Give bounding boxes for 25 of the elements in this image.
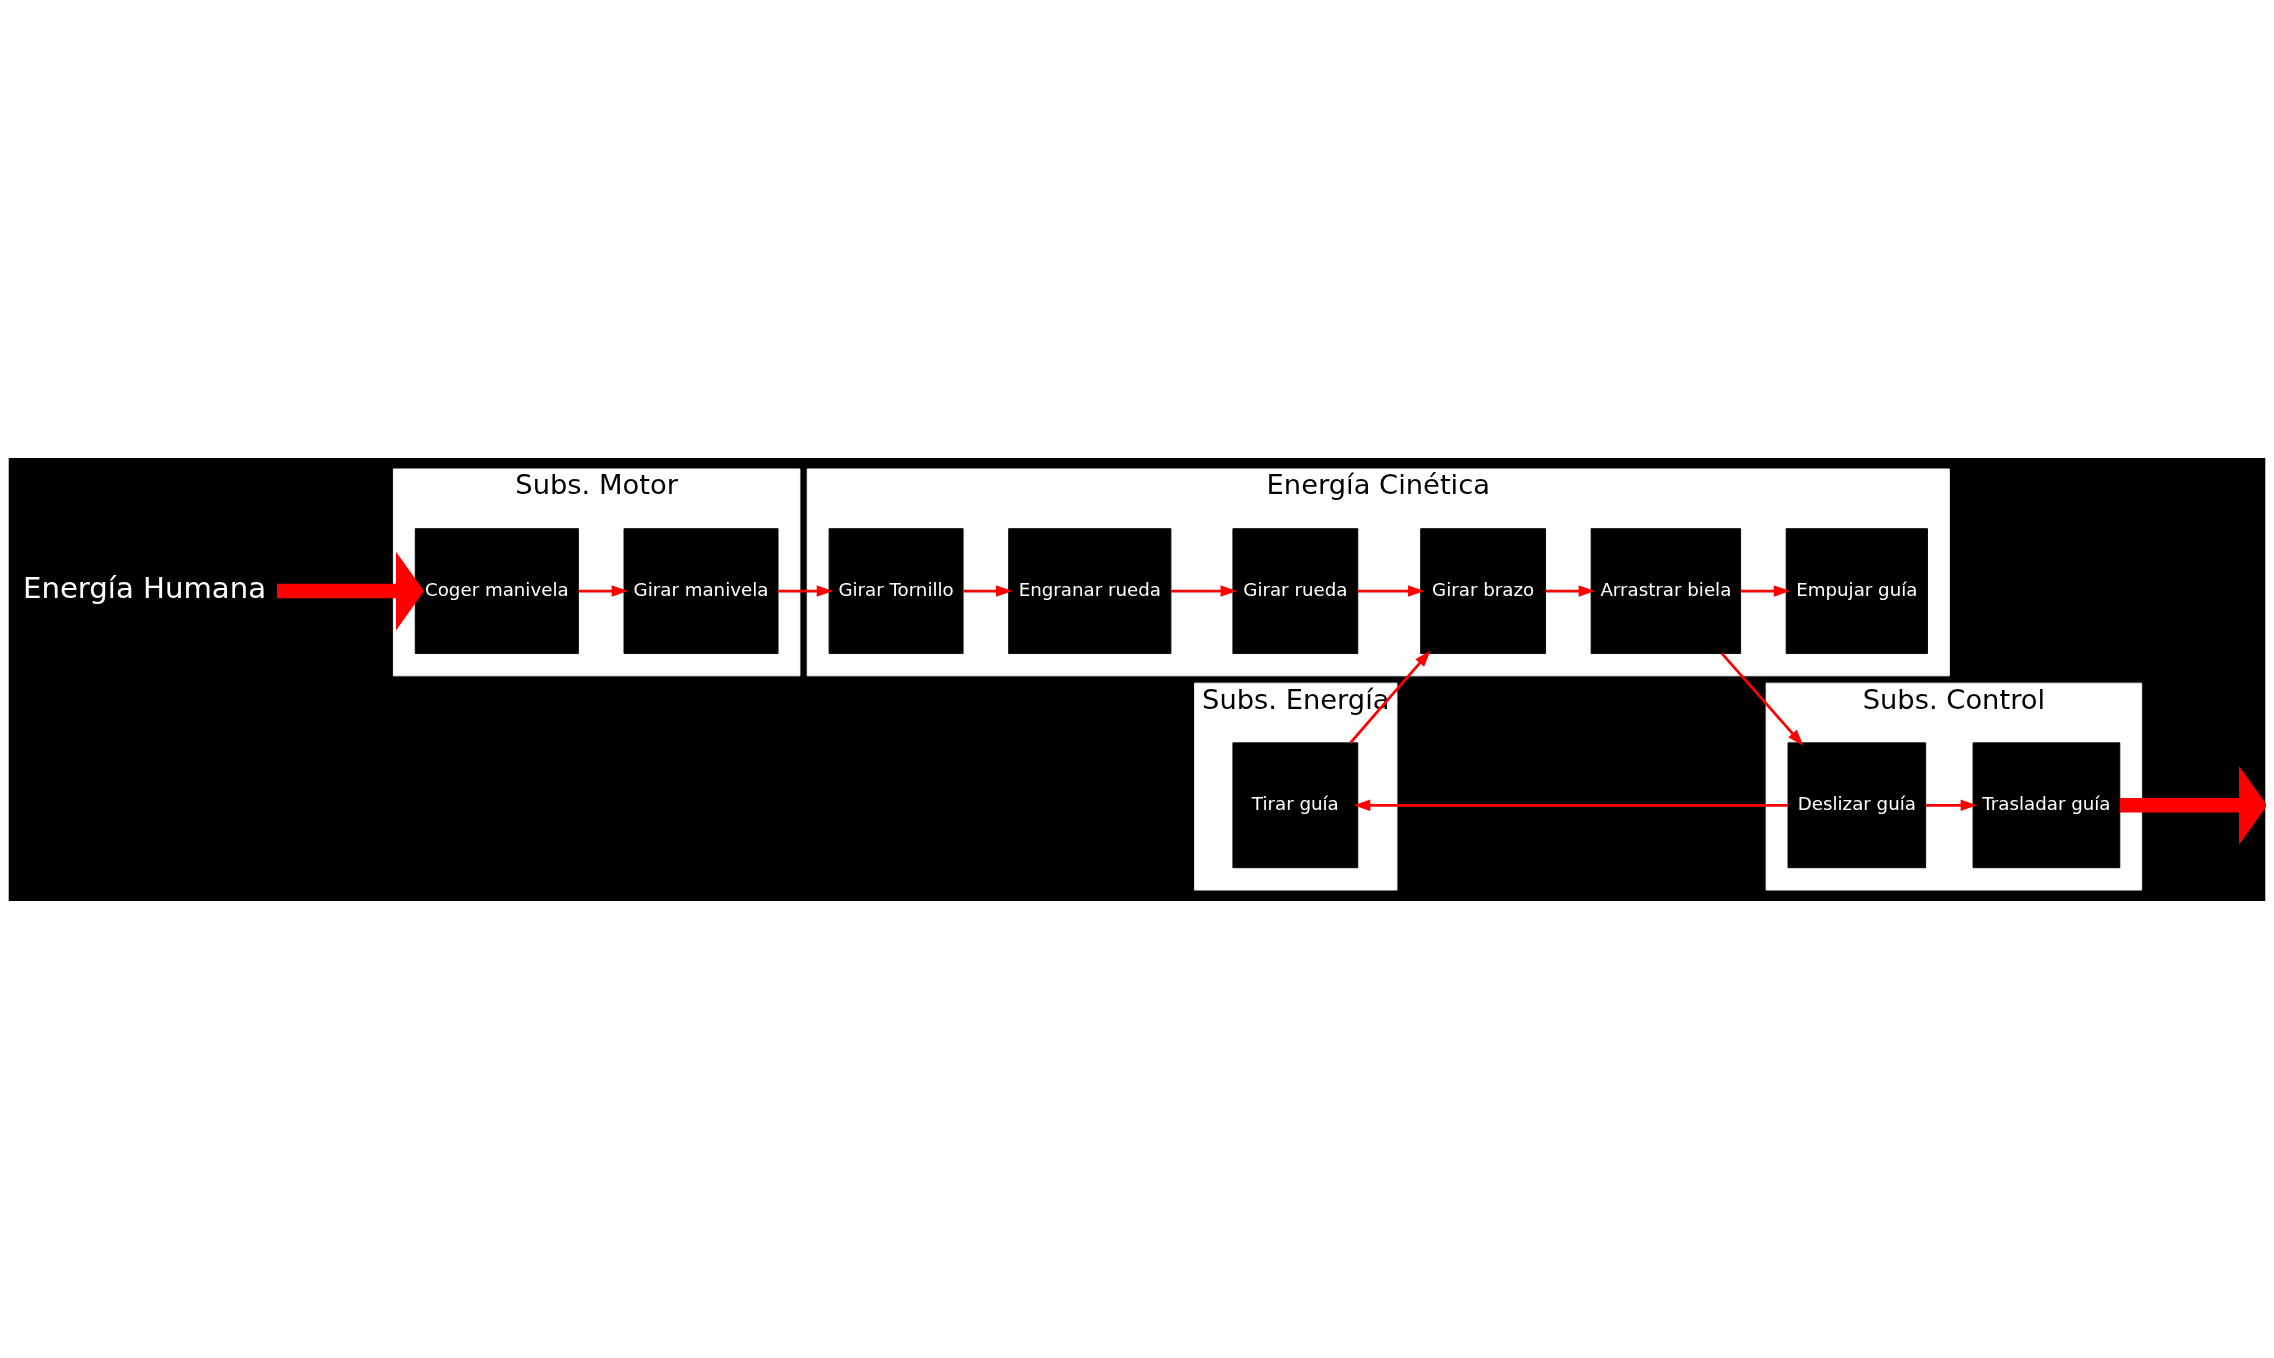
node-box: Girar manivela — [623, 527, 779, 654]
arrow — [1740, 584, 1791, 597]
arrow — [1357, 584, 1425, 597]
arrow — [276, 551, 425, 630]
arrow — [1349, 650, 1431, 744]
arrow — [1170, 584, 1237, 597]
node-text: Energía Humana — [23, 570, 267, 605]
node-box: Deslizar guía — [1787, 741, 1927, 868]
node-box: Trasladar guía — [1972, 741, 2121, 868]
arrow — [1545, 584, 1596, 597]
node-box: Arrastrar biela — [1590, 527, 1742, 654]
arrow — [1720, 652, 1804, 746]
node-box: Tirar guía — [1232, 741, 1359, 868]
arrow — [778, 584, 834, 597]
arrow — [578, 584, 629, 597]
arrow — [1925, 799, 1978, 811]
node-box: Girar Tornillo — [828, 527, 964, 654]
node-box: Coger manivela — [414, 527, 579, 654]
node-box: Girar brazo — [1420, 527, 1546, 654]
node-box: Engranar rueda — [1008, 527, 1172, 654]
node-box: Girar rueda — [1232, 527, 1359, 654]
arrow — [2119, 765, 2266, 845]
arrow — [963, 584, 1013, 597]
node-box: Empujar guía — [1785, 527, 1928, 654]
arrow — [1353, 799, 1788, 811]
